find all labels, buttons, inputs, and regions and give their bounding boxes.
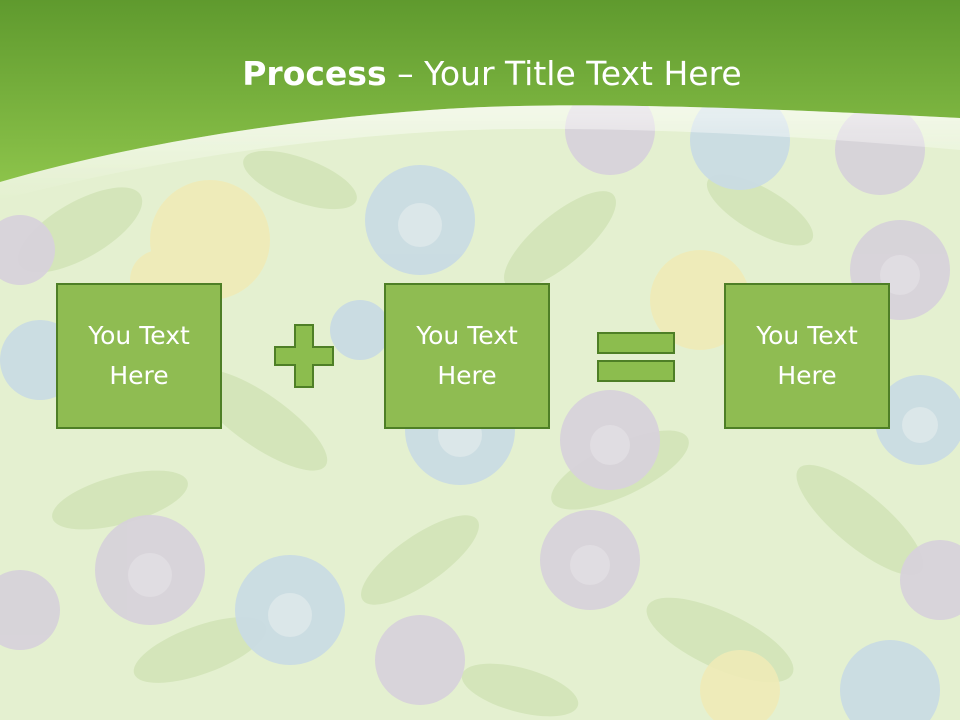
process-box-label: You Text Here <box>416 321 518 390</box>
process-box-3[interactable]: You Text Here <box>724 283 890 429</box>
title-dash: – <box>397 54 414 93</box>
process-box-2[interactable]: You Text Here <box>384 283 550 429</box>
process-box-label: You Text Here <box>756 321 858 390</box>
title-bold: Process <box>242 54 387 93</box>
slide-title: Process – Your Title Text Here <box>0 52 960 96</box>
plus-icon <box>274 324 334 388</box>
process-box-1[interactable]: You Text Here <box>56 283 222 429</box>
title-rest: Your Title Text Here <box>424 54 742 93</box>
equals-icon <box>597 332 675 382</box>
process-box-label: You Text Here <box>88 321 190 390</box>
header-band <box>0 0 960 200</box>
